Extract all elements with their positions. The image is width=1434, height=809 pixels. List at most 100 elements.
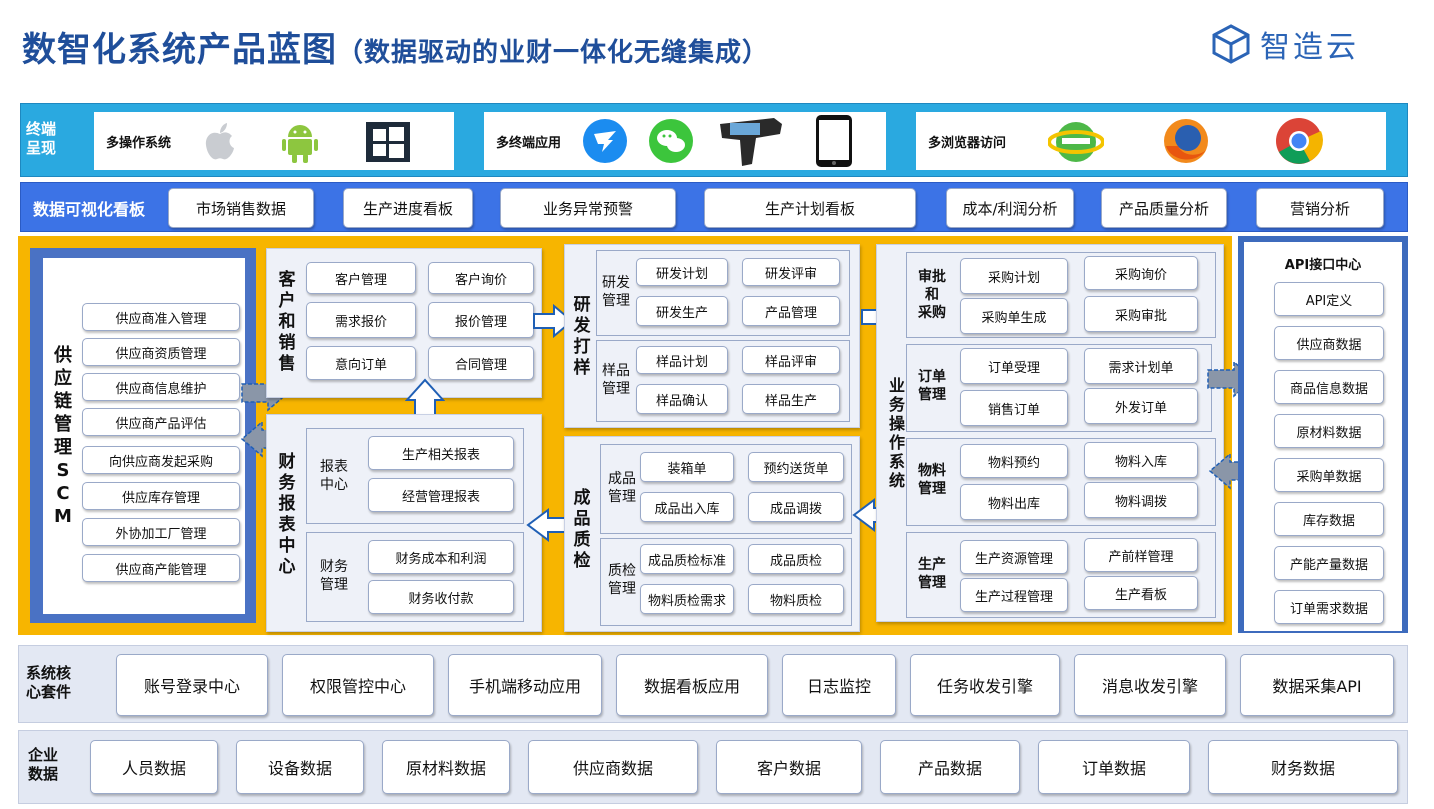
qc-item[interactable]: 成品质检标准 xyxy=(640,544,734,574)
crm-item[interactable]: 需求报价 xyxy=(306,302,416,338)
enterprise-band xyxy=(18,730,1408,804)
ie-browser-icon xyxy=(1048,122,1104,162)
qc-item[interactable]: 物料质检 xyxy=(748,584,844,614)
crm-item[interactable]: 客户询价 xyxy=(428,262,534,294)
finance-label: 财 务 报 表 中 心 xyxy=(278,452,296,577)
ops-item[interactable]: 采购审批 xyxy=(1084,296,1198,332)
terminal-group-apps: 多终端应用 xyxy=(484,112,886,170)
scm-item[interactable]: 供应商信息维护 xyxy=(82,373,240,401)
rd-item[interactable]: 研发评审 xyxy=(742,258,840,286)
ops-item[interactable]: 生产资源管理 xyxy=(960,540,1068,574)
finance-item[interactable]: 财务成本和利润 xyxy=(368,540,514,574)
enterprise-item[interactable]: 订单数据 xyxy=(1038,740,1190,794)
dashboard-item[interactable]: 市场销售数据 xyxy=(168,188,314,228)
ops-item[interactable]: 采购单生成 xyxy=(960,298,1068,334)
rd-item[interactable]: 研发计划 xyxy=(636,258,728,286)
crm-label: 客 户 和 销 售 xyxy=(278,270,296,374)
enterprise-item[interactable]: 财务数据 xyxy=(1208,740,1398,794)
rd-item[interactable]: 样品确认 xyxy=(636,384,728,414)
ops-item[interactable]: 订单受理 xyxy=(960,348,1068,384)
brand-logo: 智造云 xyxy=(1210,22,1359,66)
rd-item[interactable]: 研发生产 xyxy=(636,296,728,326)
ops-item[interactable]: 产前样管理 xyxy=(1084,538,1198,572)
scm-item[interactable]: 向供应商发起采购 xyxy=(82,446,240,474)
qc-item[interactable]: 装箱单 xyxy=(640,452,734,482)
qc-item[interactable]: 物料质检需求 xyxy=(640,584,734,614)
finance-item[interactable]: 财务收付款 xyxy=(368,580,514,614)
dashboard-item[interactable]: 营销分析 xyxy=(1256,188,1384,228)
scm-item[interactable]: 供应库存管理 xyxy=(82,482,240,510)
finance-item[interactable]: 生产相关报表 xyxy=(368,436,514,470)
scm-item[interactable]: 供应商产品评估 xyxy=(82,408,240,436)
windows-icon xyxy=(366,122,410,162)
core-item[interactable]: 数据采集API xyxy=(1240,654,1394,716)
core-item[interactable]: 消息收发引擎 xyxy=(1074,654,1226,716)
scm-item[interactable]: 外协加工厂管理 xyxy=(82,518,240,546)
finance-item[interactable]: 经营管理报表 xyxy=(368,478,514,512)
enterprise-item[interactable]: 设备数据 xyxy=(236,740,364,794)
core-item[interactable]: 手机端移动应用 xyxy=(448,654,602,716)
terminal-group-browsers: 多浏览器访问 xyxy=(916,112,1386,170)
core-label: 系统核 心套件 xyxy=(26,664,72,701)
enterprise-item[interactable]: 产品数据 xyxy=(880,740,1020,794)
ops-item[interactable]: 物料预约 xyxy=(960,444,1068,478)
ops-item[interactable]: 采购询价 xyxy=(1084,256,1198,290)
qc-item[interactable]: 成品出入库 xyxy=(640,492,734,522)
wechat-icon xyxy=(649,119,693,163)
scm-item[interactable]: 供应商产能管理 xyxy=(82,554,240,582)
crm-item[interactable]: 意向订单 xyxy=(306,346,416,380)
ops-item[interactable]: 物料出库 xyxy=(960,484,1068,520)
api-item[interactable]: 供应商数据 xyxy=(1274,326,1384,360)
ops-item[interactable]: 物料入库 xyxy=(1084,442,1198,478)
enterprise-item[interactable]: 客户数据 xyxy=(716,740,862,794)
api-item[interactable]: 商品信息数据 xyxy=(1274,370,1384,404)
firefox-icon xyxy=(1164,119,1208,163)
api-item[interactable]: API定义 xyxy=(1274,282,1384,316)
qc-item[interactable]: 成品调拨 xyxy=(748,492,844,522)
dashboard-item[interactable]: 成本/利润分析 xyxy=(946,188,1074,228)
ops-item[interactable]: 需求计划单 xyxy=(1084,348,1198,384)
ops-item[interactable]: 物料调拨 xyxy=(1084,482,1198,518)
ops-group-label: 订单 管理 xyxy=(918,369,946,403)
core-item[interactable]: 账号登录中心 xyxy=(116,654,268,716)
enterprise-item[interactable]: 原材料数据 xyxy=(382,740,510,794)
apple-icon xyxy=(205,123,234,160)
terminal-group-apps-label: 多终端应用 xyxy=(496,136,562,151)
core-item[interactable]: 日志监控 xyxy=(782,654,896,716)
dashboard-item[interactable]: 业务异常预警 xyxy=(500,188,676,228)
api-item[interactable]: 采购单数据 xyxy=(1274,458,1384,492)
scm-item[interactable]: 供应商资质管理 xyxy=(82,338,240,366)
dashboard-item[interactable]: 生产计划看板 xyxy=(704,188,916,228)
crm-item[interactable]: 客户管理 xyxy=(306,262,416,294)
cube-logo-icon xyxy=(1212,24,1250,64)
core-item[interactable]: 任务收发引擎 xyxy=(910,654,1060,716)
api-item[interactable]: 原材料数据 xyxy=(1274,414,1384,448)
dashboard-item[interactable]: 产品质量分析 xyxy=(1101,188,1227,228)
crm-item[interactable]: 报价管理 xyxy=(428,302,534,338)
ops-item[interactable]: 销售订单 xyxy=(960,390,1068,426)
api-item[interactable]: 订单需求数据 xyxy=(1274,590,1384,624)
dashboard-label: 数据可视化看板 xyxy=(33,200,146,219)
core-item[interactable]: 数据看板应用 xyxy=(616,654,768,716)
rd-item[interactable]: 样品生产 xyxy=(742,384,840,414)
enterprise-item[interactable]: 人员数据 xyxy=(90,740,218,794)
core-item[interactable]: 权限管控中心 xyxy=(282,654,434,716)
qc-item[interactable]: 预约送货单 xyxy=(748,452,844,482)
enterprise-item[interactable]: 供应商数据 xyxy=(528,740,698,794)
qc-label: 成 品 质 检 xyxy=(573,488,591,571)
rd-item[interactable]: 样品评审 xyxy=(742,346,840,374)
ops-item[interactable]: 采购计划 xyxy=(960,258,1068,294)
scm-item[interactable]: 供应商准入管理 xyxy=(82,303,240,331)
ops-item[interactable]: 外发订单 xyxy=(1084,388,1198,424)
rd-label: 研 发 打 样 xyxy=(573,295,591,378)
crm-item[interactable]: 合同管理 xyxy=(428,346,534,380)
ops-item[interactable]: 生产看板 xyxy=(1084,576,1198,610)
rd-item[interactable]: 样品计划 xyxy=(636,346,728,374)
dashboard-item[interactable]: 生产进度看板 xyxy=(343,188,473,228)
api-item[interactable]: 产能产量数据 xyxy=(1274,546,1384,580)
qc-item[interactable]: 成品质检 xyxy=(748,544,844,574)
ops-item[interactable]: 生产过程管理 xyxy=(960,578,1068,612)
qc-group-label: 成品 管理 xyxy=(608,471,636,505)
api-item[interactable]: 库存数据 xyxy=(1274,502,1384,536)
rd-item[interactable]: 产品管理 xyxy=(742,296,840,326)
